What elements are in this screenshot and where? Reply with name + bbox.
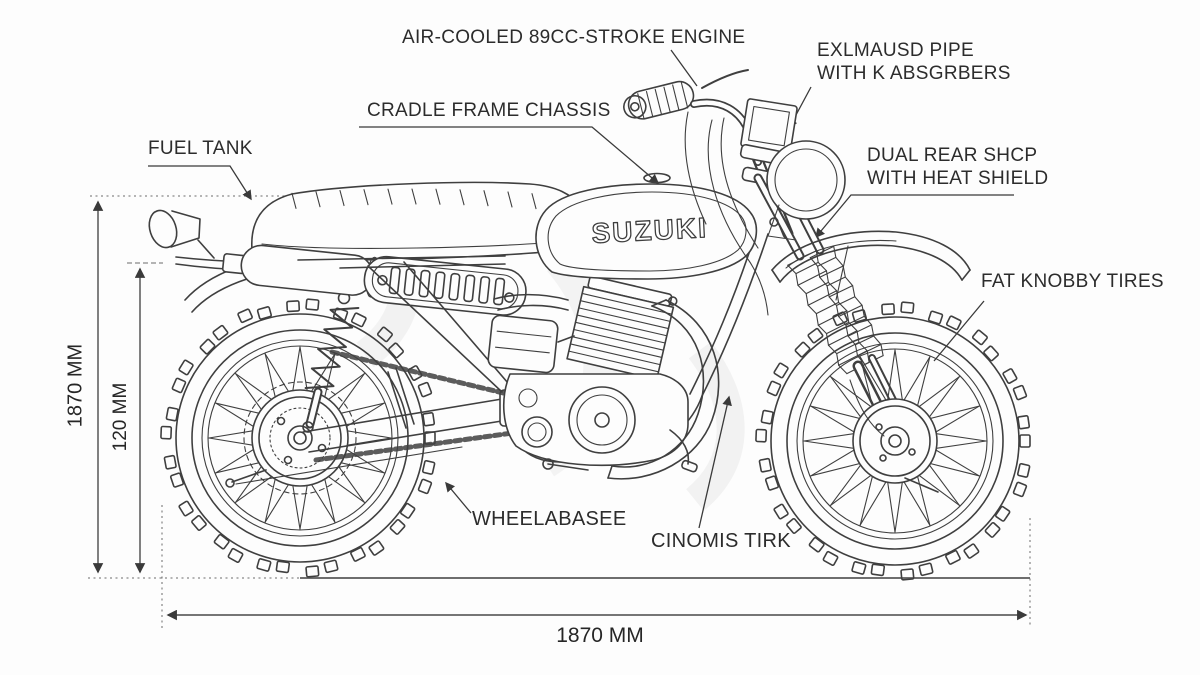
dimension-overall-height: 1870 MM [64,343,87,428]
label-exhaust-line1: EXLMAUSD PIPE [817,40,975,61]
label-chain: CINOMIS TIRK [651,530,791,552]
label-exhaust-line2: WITH K ABSGRBERS [817,63,1011,84]
front-wheel [755,301,1031,581]
label-shock: DUAL REAR SHCP WITH HEAT SHIELD [867,144,1048,190]
rear-shock [302,291,360,433]
label-wheelbase: WHEELABASEE [472,508,627,530]
exhaust-muffler [221,244,569,316]
exhaust-header-pipe [607,299,720,480]
label-shock-line2: WITH HEAT SHIELD [867,168,1049,189]
label-cradle: CRADLE FRAME CHASSIS [367,100,611,121]
label-tires: FAT KNOBBY TIRES [981,271,1164,292]
label-exhaust: EXLMAUSD PIPE WITH K ABSGRBERS [817,39,1011,85]
engine [487,275,698,473]
dimension-lines [88,195,1031,628]
label-engine: AIR-COOLED 89CC-STROKE ENGINE [402,27,746,48]
dimension-wheelbase: 1870 MM [556,624,644,647]
headlight [766,140,846,241]
dimension-inner-height: 120 MM [110,382,131,452]
label-fuel-tank: FUEL TANK [148,138,253,159]
rear-wheel [160,298,463,578]
fuel-tank: SUZUKI [535,172,758,280]
front-fender [771,230,971,301]
tank-logo: SUZUKI [591,212,709,249]
label-shock-line1: DUAL REAR SHCP [867,145,1038,166]
